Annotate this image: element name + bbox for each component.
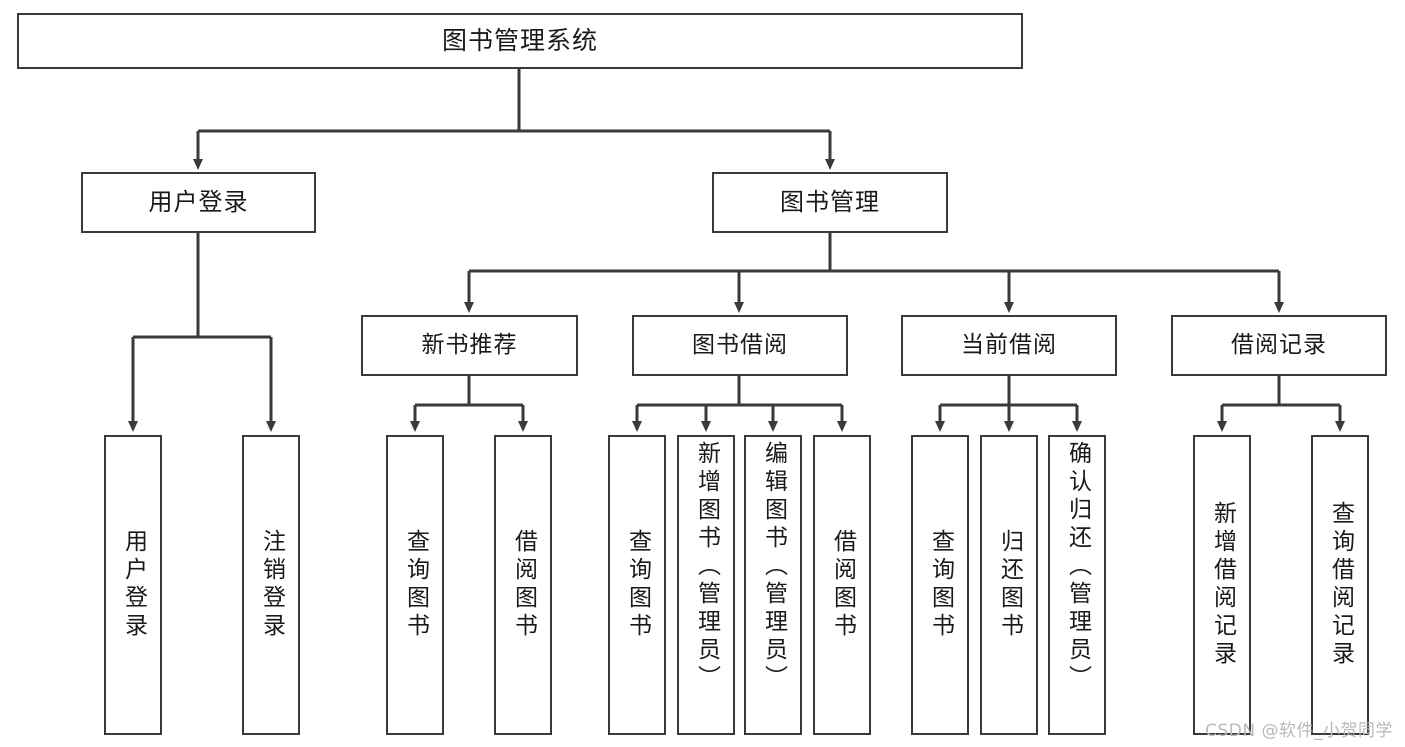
- leaf-user-logout[interactable]: 注销登录: [242, 435, 300, 735]
- leaf-edit-book-admin[interactable]: 编辑图书（管理员）: [744, 435, 802, 735]
- node-label: 当前借阅: [961, 331, 1057, 358]
- node-label: 编辑图书（管理员）: [760, 441, 787, 693]
- node-label: 用户登录: [120, 529, 147, 641]
- node-new-book-recommend[interactable]: 新书推荐: [361, 315, 578, 376]
- node-label: 归还图书: [996, 529, 1023, 641]
- node-label: 查询图书: [402, 529, 429, 641]
- node-current-borrow[interactable]: 当前借阅: [901, 315, 1117, 376]
- leaf-confirm-return-admin[interactable]: 确认归还（管理员）: [1048, 435, 1106, 735]
- leaf-query-book-borrow[interactable]: 查询图书: [608, 435, 666, 735]
- node-book-management[interactable]: 图书管理: [712, 172, 948, 233]
- node-label: 图书借阅: [692, 331, 788, 358]
- leaf-add-book-admin[interactable]: 新增图书（管理员）: [677, 435, 735, 735]
- node-label: 借阅记录: [1231, 331, 1327, 358]
- node-root-system[interactable]: 图书管理系统: [17, 13, 1023, 69]
- leaf-query-book-recommend[interactable]: 查询图书: [386, 435, 444, 735]
- node-label: 注销登录: [258, 529, 285, 641]
- node-book-borrow[interactable]: 图书借阅: [632, 315, 848, 376]
- watermark-text: CSDN @软件_小贺同学: [1205, 721, 1393, 741]
- leaf-add-borrow-record[interactable]: 新增借阅记录: [1193, 435, 1251, 735]
- node-label: 借阅图书: [829, 529, 856, 641]
- node-label: 图书管理系统: [441, 26, 598, 56]
- node-label: 查询图书: [927, 529, 954, 641]
- node-label: 借阅图书: [510, 529, 537, 641]
- node-label: 新增借阅记录: [1209, 501, 1236, 669]
- node-label: 查询借阅记录: [1327, 501, 1354, 669]
- node-label: 图书管理: [780, 188, 880, 217]
- node-borrow-record[interactable]: 借阅记录: [1171, 315, 1387, 376]
- node-label: 新增图书（管理员）: [693, 441, 720, 693]
- node-label: 确认归还（管理员）: [1064, 441, 1091, 693]
- node-label: 新书推荐: [421, 331, 518, 358]
- leaf-query-book-current[interactable]: 查询图书: [911, 435, 969, 735]
- leaf-query-borrow-record[interactable]: 查询借阅记录: [1311, 435, 1369, 735]
- leaf-return-book[interactable]: 归还图书: [980, 435, 1038, 735]
- node-user-login[interactable]: 用户登录: [81, 172, 316, 233]
- leaf-borrow-book[interactable]: 借阅图书: [813, 435, 871, 735]
- node-label: 用户登录: [148, 188, 249, 217]
- node-label: 查询图书: [624, 529, 651, 641]
- leaf-borrow-book-recommend[interactable]: 借阅图书: [494, 435, 552, 735]
- leaf-user-login[interactable]: 用户登录: [104, 435, 162, 735]
